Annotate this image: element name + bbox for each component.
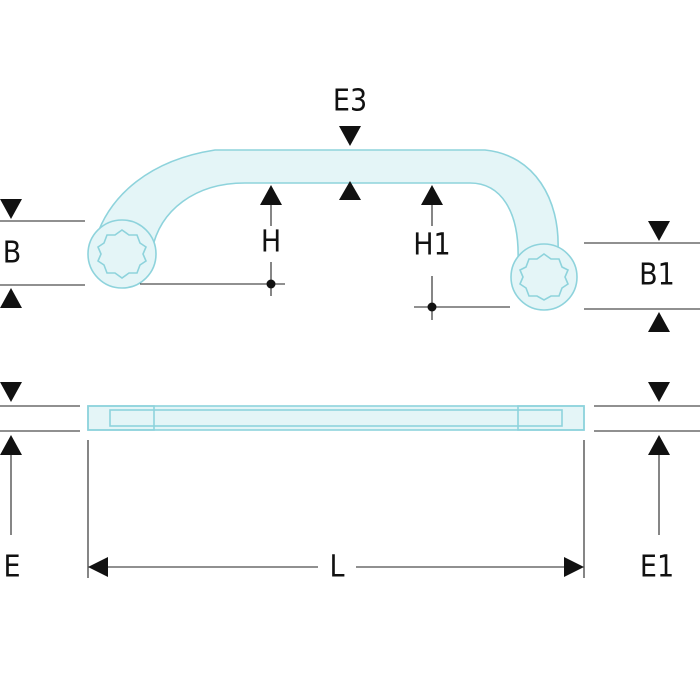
arrow-h-up [260,185,282,205]
label-e3: E3 [333,84,367,119]
wrench-arch-body [96,150,559,266]
label-b: B [3,236,22,271]
wrench-arch-inner-outline [151,182,519,263]
arrow-b-down [0,199,22,219]
dimension-e3: E3 [333,84,367,200]
arrow-h1-up [421,185,443,205]
wrench-arch-outline [95,149,559,251]
label-h: H [261,225,281,260]
side-left-head [87,405,155,431]
h-datum-dot [266,279,276,289]
label-l: L [329,550,344,585]
arrow-e3-down [339,126,361,146]
arrow-e-up [0,435,22,455]
side-shank [109,409,563,427]
dimension-h1: H1 [413,185,510,320]
left-12-point-opening [97,229,147,279]
arrow-b1-up [648,312,670,332]
h1-datum-dot [427,302,437,312]
right-ring-head [510,243,578,311]
arrow-b1-down [648,221,670,241]
arrow-l-left [88,557,108,577]
dimension-h: H [140,185,285,296]
arrow-e1-down [648,382,670,402]
label-e1: E1 [640,550,674,585]
right-12-point-opening [518,253,570,301]
label-b1: B1 [639,258,675,293]
arrow-e-down [0,382,22,402]
label-h1: H1 [413,228,450,263]
dimension-b: B [0,199,85,308]
dimension-l: L [87,440,585,585]
label-e: E [3,550,20,585]
dimension-e: E [0,382,80,585]
dimension-e1: E1 [594,382,700,585]
left-ring-head [87,219,157,289]
dimension-b1: B1 [584,221,700,332]
wrench-side-view [87,405,585,431]
side-right-head [517,405,585,431]
wrench-top-view [87,149,578,311]
arrow-e1-up [648,435,670,455]
arrow-b-up [0,288,22,308]
arrow-l-right [564,557,584,577]
arrow-e3-up [339,181,361,200]
